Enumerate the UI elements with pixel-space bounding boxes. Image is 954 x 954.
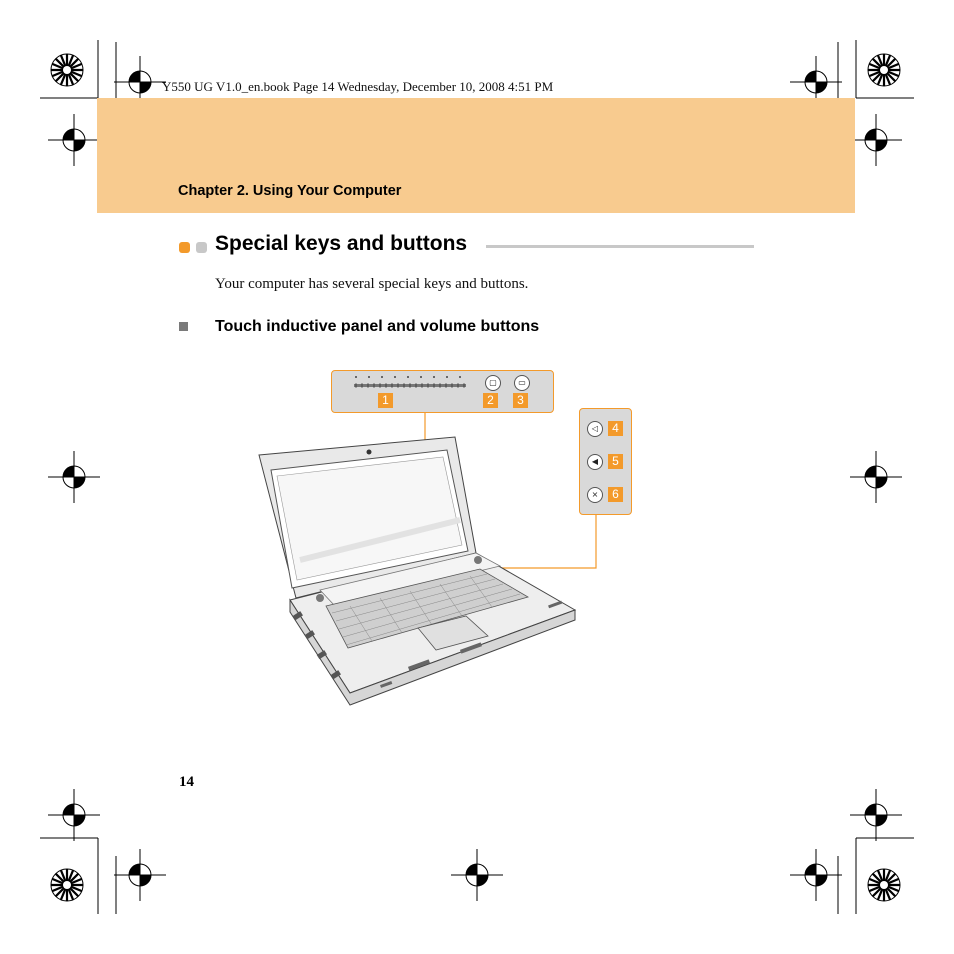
mute-icon: × <box>587 487 603 503</box>
subsection-bullet <box>179 322 188 331</box>
callout-number-1: 1 <box>378 393 393 408</box>
touch-panel-callout: ▢ ▭ 1 2 3 <box>331 370 554 413</box>
page-number: 14 <box>179 774 194 790</box>
section-marker-gray <box>196 242 207 253</box>
media-icon: ▭ <box>514 375 530 391</box>
section-rule <box>486 245 754 248</box>
volume-buttons-callout: ◁ 4 ◀ 5 × 6 <box>579 408 632 515</box>
intro-paragraph: Your computer has several special keys a… <box>215 276 529 292</box>
subsection-title: Touch inductive panel and volume buttons <box>215 318 540 335</box>
touch-slider-graphic <box>354 376 466 388</box>
callout-number-5: 5 <box>608 454 623 469</box>
book-slug: Y550 UG V1.0_en.book Page 14 Wednesday, … <box>162 79 554 94</box>
callout-number-2: 2 <box>483 393 498 408</box>
callout-number-3: 3 <box>513 393 528 408</box>
callout-number-6: 6 <box>608 487 623 502</box>
volume-up-icon: ◀ <box>587 454 603 470</box>
chapter-title: Chapter 2. Using Your Computer <box>178 183 402 199</box>
volume-down-icon: ◁ <box>587 421 603 437</box>
program-launch-icon: ▢ <box>485 375 501 391</box>
section-title: Special keys and buttons <box>215 232 468 255</box>
section-marker-orange <box>179 242 190 253</box>
chapter-header-band <box>97 98 855 213</box>
callout-number-4: 4 <box>608 421 623 436</box>
